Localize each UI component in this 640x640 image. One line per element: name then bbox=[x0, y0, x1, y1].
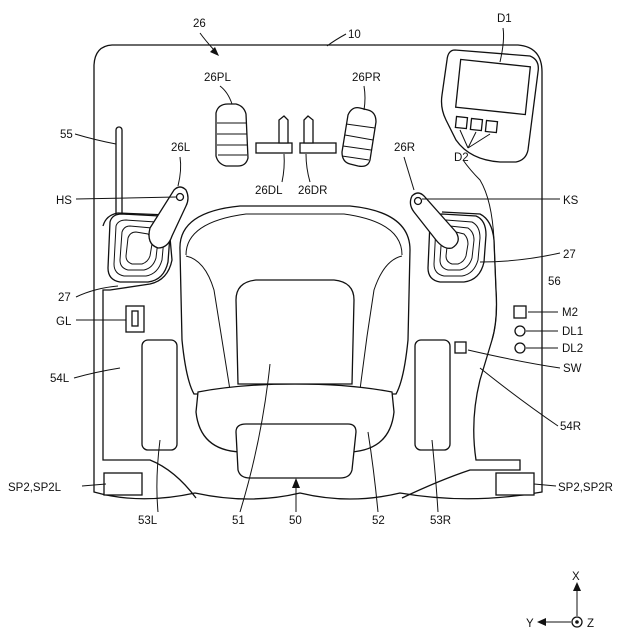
armrest-53r bbox=[415, 340, 450, 450]
label-56: 56 bbox=[548, 276, 561, 288]
label-dl2: DL2 bbox=[562, 343, 583, 355]
leader-hs bbox=[76, 197, 176, 199]
label-26dl: 26DL bbox=[255, 185, 283, 197]
label-52: 52 bbox=[372, 515, 385, 527]
switch-sw bbox=[455, 342, 466, 353]
grip-switch-hs bbox=[177, 194, 184, 201]
label-55: 55 bbox=[60, 129, 73, 141]
label-10: 10 bbox=[348, 29, 361, 41]
pedal-26pr bbox=[342, 108, 376, 167]
arrow-50-head bbox=[292, 478, 300, 488]
leader-55 bbox=[75, 134, 116, 144]
leader-54l bbox=[74, 368, 120, 378]
label-ks: KS bbox=[563, 195, 579, 207]
label-26r: 26R bbox=[394, 142, 415, 154]
leader-26pr bbox=[364, 86, 365, 110]
leader-26dr bbox=[306, 154, 310, 182]
label-26pl: 26PL bbox=[204, 72, 231, 84]
label-gl: GL bbox=[56, 316, 72, 328]
arrow-26 bbox=[210, 47, 219, 56]
label-54l: 54L bbox=[50, 373, 70, 385]
grip-switch-ks bbox=[415, 198, 422, 205]
label-26dr: 26DR bbox=[298, 185, 327, 197]
label-26l: 26L bbox=[171, 142, 191, 154]
label-d2: D2 bbox=[454, 152, 469, 164]
label-dl1: DL1 bbox=[562, 326, 583, 338]
leader-sp2r bbox=[534, 484, 556, 486]
armrest-53l bbox=[142, 340, 177, 450]
label-53l: 53L bbox=[138, 515, 158, 527]
leader-26r bbox=[404, 157, 414, 190]
label-26pr: 26PR bbox=[352, 72, 381, 84]
switch-d2-1 bbox=[455, 117, 467, 129]
indicator-dl1 bbox=[515, 326, 525, 336]
label-51: 51 bbox=[232, 515, 245, 527]
axes-indicator bbox=[537, 582, 582, 627]
speaker-sp2l bbox=[104, 473, 142, 495]
axis-label-x: X bbox=[572, 571, 580, 583]
leader-53l bbox=[157, 440, 160, 512]
label-26: 26 bbox=[193, 18, 206, 30]
pedal-pivot-26dr bbox=[300, 116, 336, 153]
label-27-right: 27 bbox=[563, 249, 576, 261]
leader-54r bbox=[480, 368, 558, 426]
leader-26l bbox=[178, 157, 181, 186]
label-sw: SW bbox=[563, 363, 582, 375]
label-27-left: 27 bbox=[58, 292, 71, 304]
gl-switch-inner bbox=[132, 311, 138, 326]
leader-26 bbox=[200, 33, 214, 50]
leader-sw bbox=[468, 350, 560, 368]
leader-26pl bbox=[220, 86, 232, 104]
display-screen-d1 bbox=[456, 59, 531, 114]
speaker-sp2r bbox=[496, 473, 534, 495]
leader-10 bbox=[327, 34, 346, 46]
lever-55 bbox=[116, 127, 122, 219]
label-d1: D1 bbox=[497, 13, 512, 25]
axis-label-y: Y bbox=[526, 618, 534, 630]
indicator-m2 bbox=[514, 306, 526, 318]
indicator-dl2 bbox=[515, 343, 525, 353]
label-54r: 54R bbox=[560, 421, 581, 433]
pedal-26pl bbox=[216, 104, 248, 166]
seat-50 bbox=[180, 206, 410, 478]
pedal-pivot-26dl bbox=[256, 116, 292, 153]
label-hs: HS bbox=[56, 195, 72, 207]
label-sp2r: SP2,SP2R bbox=[558, 482, 613, 494]
leader-26dl bbox=[282, 154, 284, 182]
label-50: 50 bbox=[289, 515, 302, 527]
label-53r: 53R bbox=[430, 515, 451, 527]
leader-53r bbox=[432, 440, 438, 512]
switch-d2-3 bbox=[485, 121, 497, 133]
leader-27-right bbox=[480, 253, 560, 262]
axis-label-z: Z bbox=[587, 618, 594, 630]
switch-d2-2 bbox=[470, 119, 482, 131]
label-sp2l: SP2,SP2L bbox=[8, 482, 62, 494]
label-m2: M2 bbox=[562, 307, 578, 319]
leader-27-left bbox=[76, 286, 118, 297]
